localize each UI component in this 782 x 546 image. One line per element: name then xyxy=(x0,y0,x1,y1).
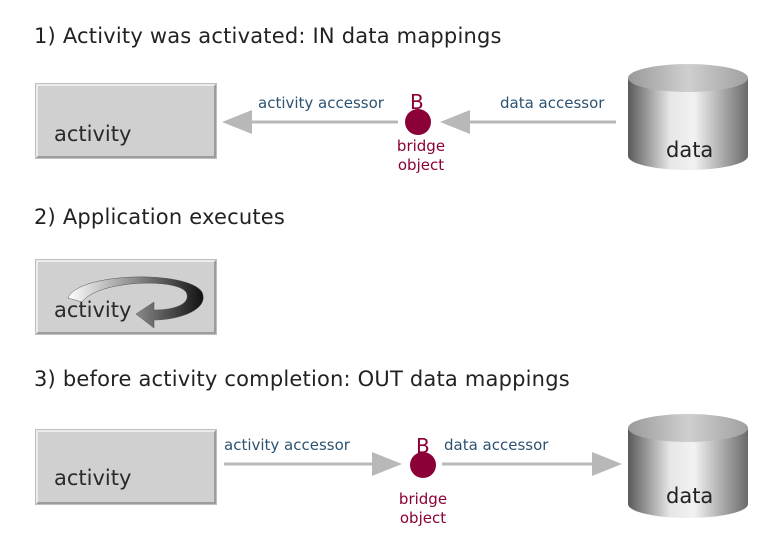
database-cylinder-icon xyxy=(628,414,748,518)
data-label: data xyxy=(666,484,714,508)
activity-label: activity xyxy=(54,466,132,490)
bridge-object-icon xyxy=(405,109,431,135)
step3-heading: 3) before activity completion: OUT data … xyxy=(34,367,570,391)
activity-label: activity xyxy=(54,298,132,322)
data-label: data xyxy=(666,138,714,162)
arrow-left-icon xyxy=(222,110,398,134)
bridge-caption-line1: bridge xyxy=(398,490,448,508)
activity-box-executing: activity xyxy=(35,259,217,335)
bridge-letter: B xyxy=(410,90,424,114)
step1-heading: 1) Activity was activated: IN data mappi… xyxy=(34,24,502,48)
arrow-right-icon xyxy=(224,452,402,476)
bridge-object-icon xyxy=(410,452,436,478)
arrow-left-icon xyxy=(440,110,616,134)
activity-label: activity xyxy=(54,122,132,146)
activity-box: activity xyxy=(35,429,217,505)
activity-box: activity xyxy=(35,83,217,159)
activity-accessor-label: activity accessor xyxy=(258,94,384,112)
bridge-caption: bridge object xyxy=(390,490,456,528)
arrow-right-icon xyxy=(442,452,622,476)
bridge-caption-line2: object xyxy=(399,509,447,527)
bridge-caption-line2: object xyxy=(397,156,445,174)
bridge-caption-line1: bridge xyxy=(396,137,446,155)
data-accessor-label: data accessor xyxy=(500,94,605,112)
execute-loop-icon xyxy=(67,276,204,329)
activity-accessor-label: activity accessor xyxy=(224,436,350,454)
step2-heading: 2) Application executes xyxy=(34,205,286,229)
bridge-caption: bridge object xyxy=(388,137,454,175)
database-cylinder-icon xyxy=(628,64,748,170)
data-accessor-label: data accessor xyxy=(444,436,549,454)
